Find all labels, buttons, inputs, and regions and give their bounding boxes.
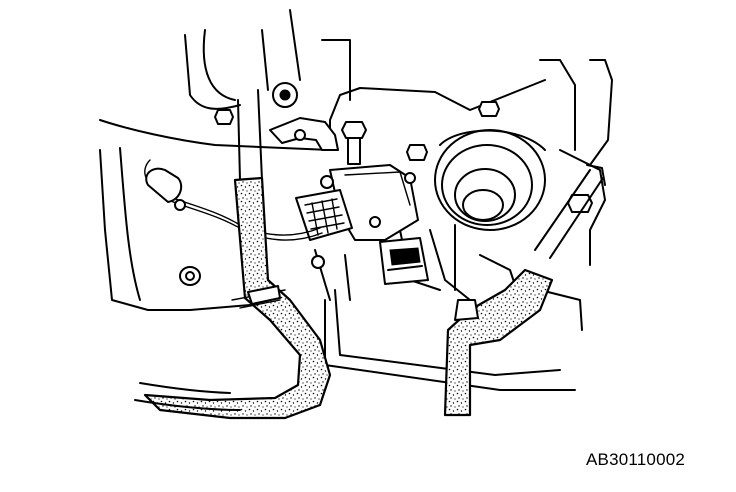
wiring-harness-icon bbox=[134, 29, 332, 420]
figure-reference-code: AB30110002 bbox=[586, 450, 686, 469]
electrical-connector-icon bbox=[295, 189, 353, 241]
bolt-icon bbox=[214, 101, 593, 213]
range-sensor-icon bbox=[320, 164, 419, 241]
vacuum-hose-icon bbox=[443, 164, 606, 417]
ground-wire-icon bbox=[145, 167, 323, 241]
shift-shaft-icon bbox=[379, 237, 429, 285]
vacuum-diaphragm-icon bbox=[434, 129, 546, 231]
transmission-case-icon bbox=[99, 9, 613, 391]
shift-lever-bracket-icon bbox=[269, 82, 339, 151]
